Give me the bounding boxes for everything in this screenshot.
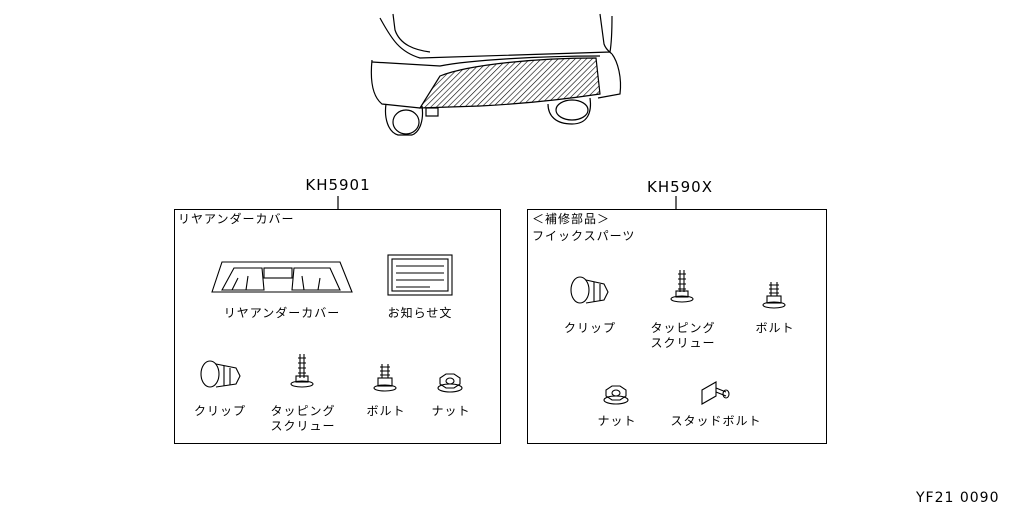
nut-label-left: ナット xyxy=(431,404,471,418)
notice-label: お知らせ文 xyxy=(387,306,453,320)
left-kit-code: KH5901 xyxy=(305,176,371,194)
right-kit-heading-repair-parts: ＜補修部品＞ xyxy=(532,212,611,226)
tapping-screw-label-right-line1: タッピング xyxy=(650,321,716,335)
rear-under-cover-highlight xyxy=(418,57,601,109)
tapping-screw-label-right-line2: スクリュー xyxy=(650,336,716,350)
right-kit-heading-fix-parts: フイックスパーツ xyxy=(532,229,636,243)
stud-bolt-label: スタッドボルト xyxy=(670,414,762,428)
nut-label-right: ナット xyxy=(597,414,637,428)
clip-label-left: クリップ xyxy=(193,404,247,418)
diagram-id: YF21 0090 xyxy=(916,490,1000,506)
left-kit-box xyxy=(174,209,501,444)
right-kit-box xyxy=(527,209,827,444)
tapping-screw-label-left-line1: タッピング xyxy=(270,404,336,418)
bolt-label-left: ボルト xyxy=(366,404,406,418)
rear-under-cover-label: リヤアンダーカバー xyxy=(223,306,341,320)
left-kit-heading: リヤアンダーカバー xyxy=(178,212,295,226)
bolt-label-right: ボルト xyxy=(755,321,795,335)
right-kit-code: KH590X xyxy=(646,178,714,196)
clip-label-right: クリップ xyxy=(563,321,617,335)
tapping-screw-label-left-line2: スクリュー xyxy=(270,419,336,433)
